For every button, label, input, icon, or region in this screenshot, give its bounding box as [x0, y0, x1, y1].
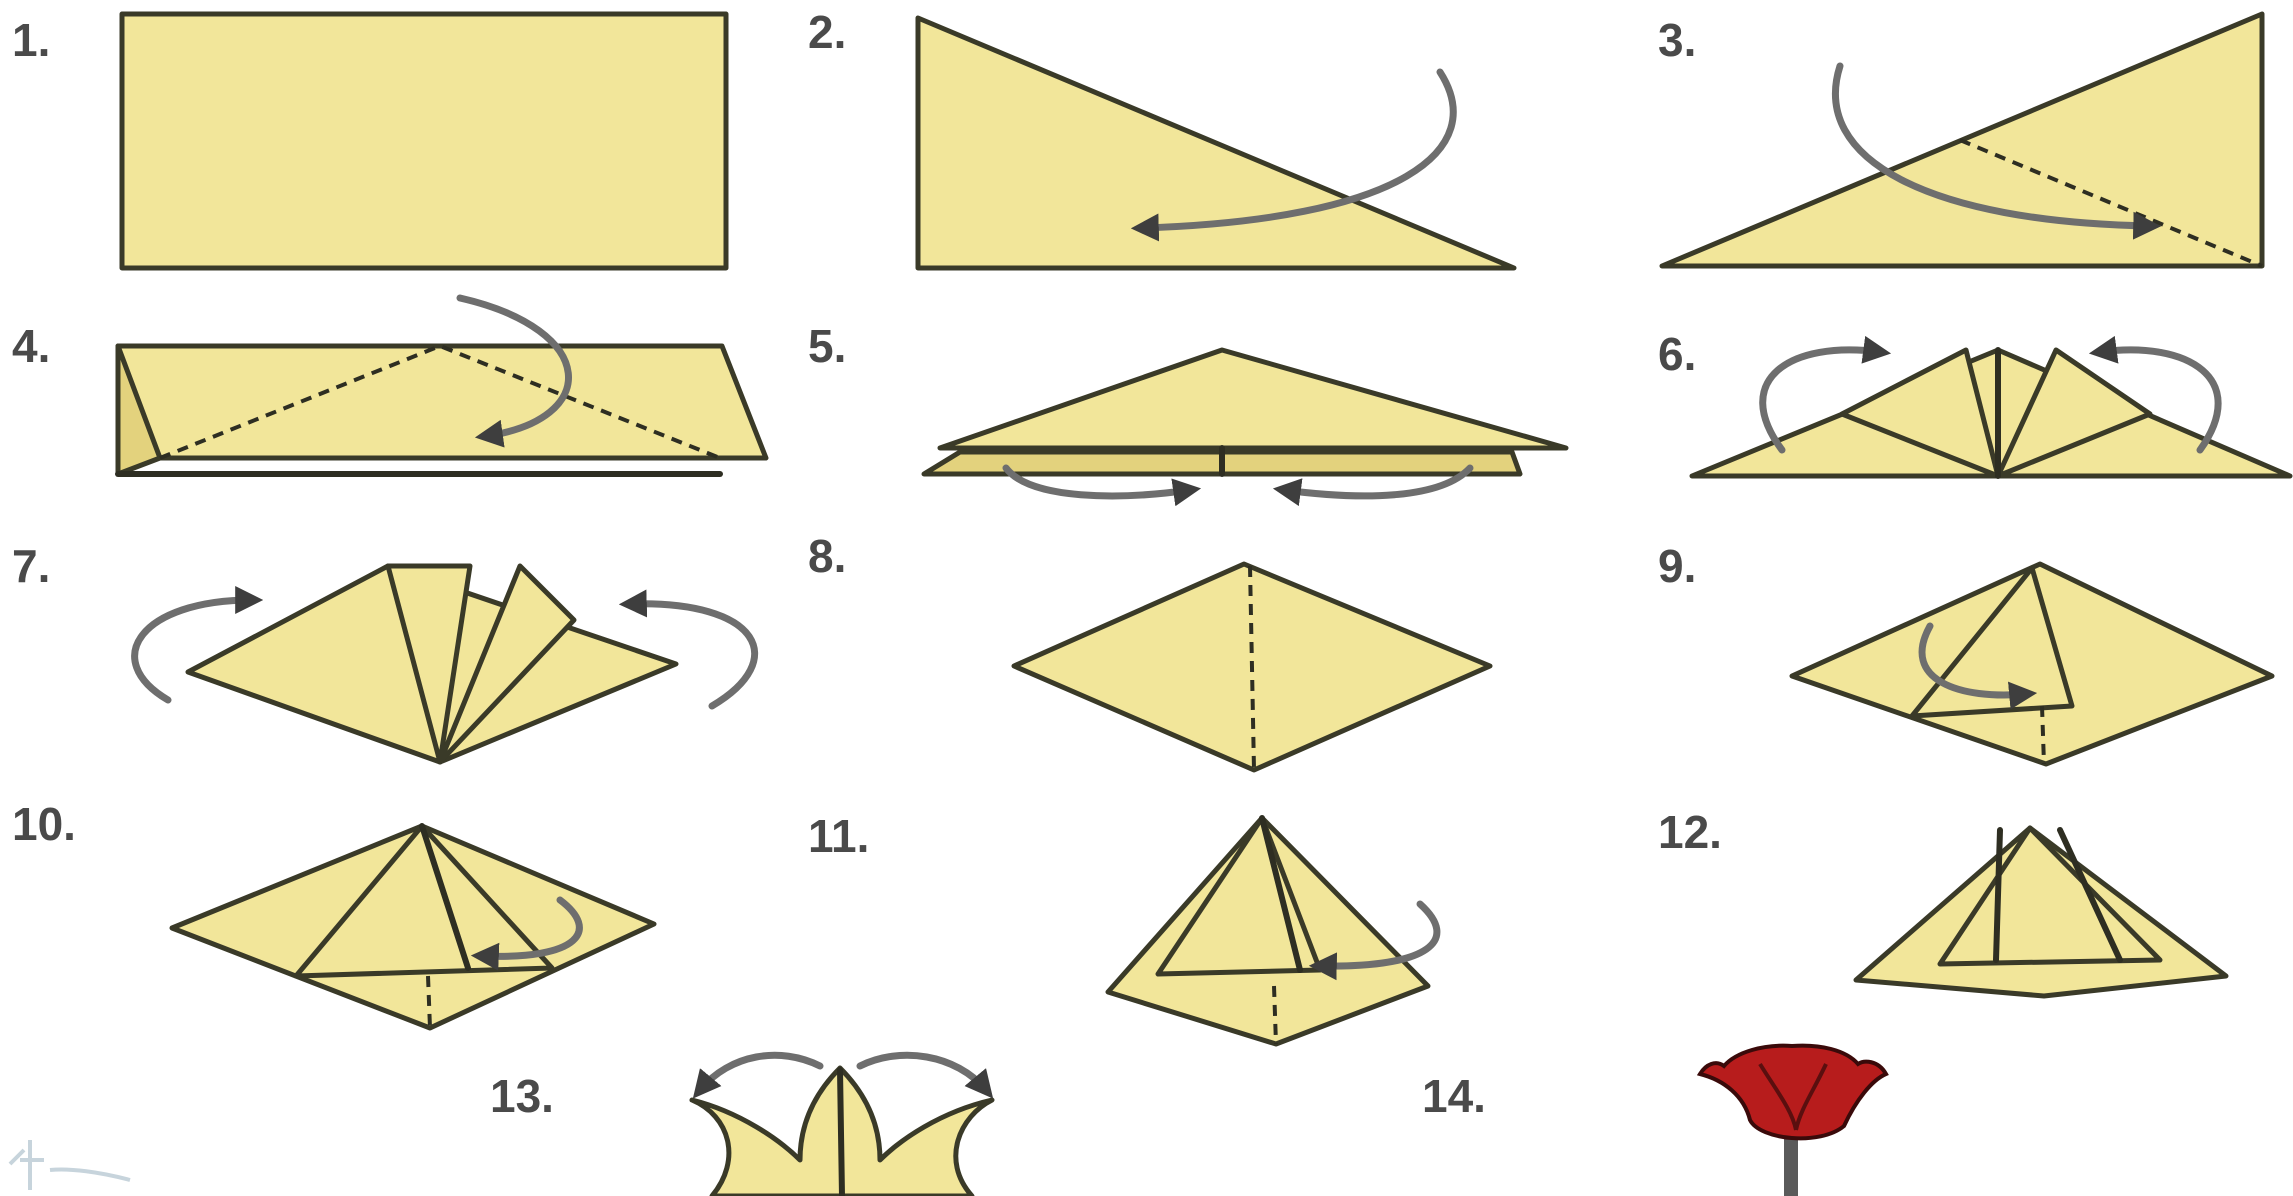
- step-10-label: 10.: [12, 798, 76, 850]
- left-arrow: [700, 1055, 820, 1090]
- step-7: 7.: [12, 540, 755, 762]
- step-8: 8.: [808, 530, 1490, 770]
- step-4-label: 4.: [12, 320, 50, 372]
- fold-line: [428, 976, 430, 1028]
- step-6: 6.: [1658, 328, 2290, 476]
- step-12-label: 12.: [1658, 806, 1722, 858]
- step-12: 12.: [1658, 806, 2226, 996]
- step-14: 14.: [1422, 1046, 1886, 1196]
- step-3-label: 3.: [1658, 14, 1696, 66]
- step-1-label: 1.: [12, 14, 50, 66]
- step-5: 5.: [808, 320, 1566, 496]
- step-1: 1.: [12, 14, 726, 268]
- step-9: 9.: [1658, 540, 2272, 764]
- step-2-label: 2.: [808, 6, 846, 58]
- step-13-label: 13.: [490, 1070, 554, 1122]
- step-10: 10.: [12, 798, 654, 1028]
- step-6-label: 6.: [1658, 328, 1696, 380]
- right-arrow: [860, 1055, 986, 1090]
- step-8-label: 8.: [808, 530, 846, 582]
- step-11: 11.: [808, 810, 1437, 1044]
- triangle-paper: [918, 18, 1514, 268]
- step-3: 3.: [1658, 14, 2262, 266]
- step-9-label: 9.: [1658, 540, 1696, 592]
- step-7-label: 7.: [12, 540, 50, 592]
- square-paper: [122, 14, 726, 268]
- folded-rectangle: [118, 346, 766, 458]
- front-triangle: [940, 350, 1566, 448]
- watermark-fragment: [10, 1140, 130, 1190]
- step-14-label: 14.: [1422, 1070, 1486, 1122]
- step-11-label: 11.: [808, 810, 869, 862]
- step-13: 13.: [490, 1055, 992, 1196]
- center-crease: [840, 1070, 842, 1196]
- step-2: 2.: [808, 6, 1514, 268]
- step-5-label: 5.: [808, 320, 846, 372]
- crease-left: [1996, 830, 2000, 960]
- step-4: 4.: [12, 298, 766, 474]
